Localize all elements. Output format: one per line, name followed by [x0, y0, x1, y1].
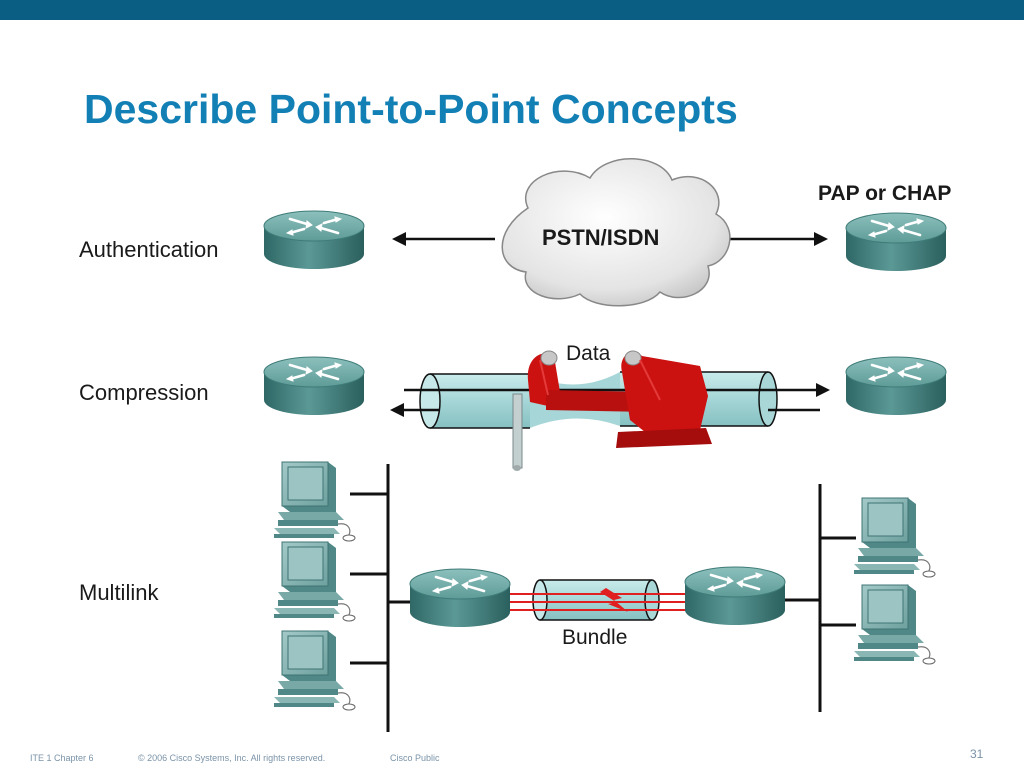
- bundle-links: [505, 593, 692, 611]
- workstation-icon: [273, 630, 356, 711]
- compression-row: [262, 350, 948, 471]
- left-lan-bus: [350, 464, 412, 732]
- top-bar: [0, 0, 1024, 20]
- router-icon: [262, 209, 366, 271]
- workstation-icon: [853, 584, 936, 665]
- compression-arrows: [390, 383, 830, 417]
- workstation-icon: [273, 541, 356, 622]
- router-icon: [262, 355, 366, 417]
- footer-classification: Cisco Public: [390, 753, 440, 763]
- footer-chapter: ITE 1 Chapter 6: [30, 753, 94, 763]
- page-number: 31: [970, 747, 984, 761]
- bundle-pipe: [532, 579, 660, 621]
- multilink-label: Multilink: [79, 580, 159, 605]
- router-icon: [683, 565, 787, 627]
- footer-copyright: © 2006 Cisco Systems, Inc. All rights re…: [138, 753, 326, 763]
- multilink-row: [273, 461, 936, 732]
- pap-chap-label: PAP or CHAP: [818, 182, 952, 205]
- router-icon: [844, 355, 948, 417]
- workstation-icon: [853, 497, 936, 578]
- slide-title: Describe Point-to-Point Concepts: [84, 86, 738, 132]
- compression-label: Compression: [79, 380, 209, 405]
- pstn-cloud-icon: [501, 158, 731, 307]
- pstn-isdn-label: PSTN/ISDN: [542, 225, 660, 250]
- lightning-icon: [600, 588, 628, 612]
- router-icon: [844, 211, 948, 273]
- vise-icon: [512, 350, 712, 471]
- bundle-label: Bundle: [562, 626, 628, 649]
- authentication-label: Authentication: [79, 237, 219, 262]
- workstation-icon: [273, 461, 356, 542]
- auth-right-arrow: [724, 232, 828, 246]
- data-label: Data: [566, 342, 611, 365]
- right-lan-bus: [784, 484, 856, 712]
- authentication-row: [262, 158, 948, 307]
- router-icon: [408, 567, 512, 629]
- auth-left-arrow: [392, 232, 495, 246]
